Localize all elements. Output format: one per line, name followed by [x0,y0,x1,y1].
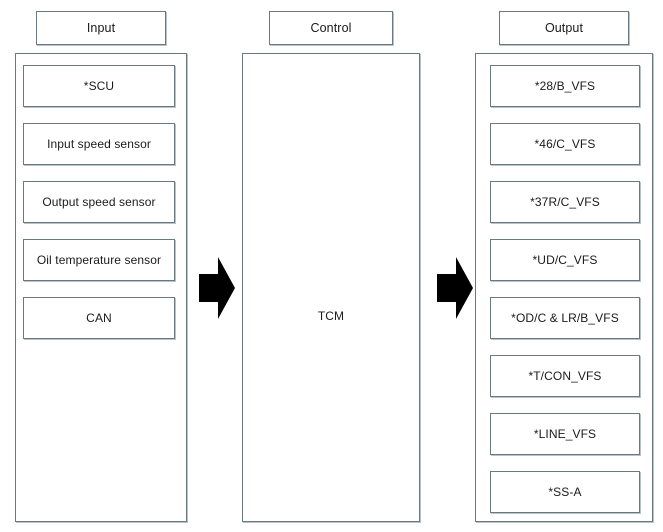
output-item-label: *LINE_VFS [533,427,597,441]
output-item-ud-c-vfs[interactable]: *UD/C_VFS [490,239,640,281]
input-item-output-speed-sensor[interactable]: Output speed sensor [23,181,175,223]
input-item-scu[interactable]: *SCU [23,65,175,107]
output-item-ss-a[interactable]: *SS-A [490,471,640,513]
input-item-input-speed-sensor[interactable]: Input speed sensor [23,123,175,165]
output-item-label: *46/C_VFS [534,137,596,151]
header-box-control: Control [269,11,393,45]
output-item-line-vfs[interactable]: *LINE_VFS [490,413,640,455]
header-label-control: Control [310,21,352,35]
output-item-37r-c-vfs[interactable]: *37R/C_VFS [490,181,640,223]
header-box-input: Input [36,11,166,45]
input-item-label: Output speed sensor [42,195,156,209]
control-item-tcm: TCM [317,308,345,323]
output-item-label: *UD/C_VFS [532,253,598,267]
column-container-control: TCM [242,53,420,522]
output-item-28-b-vfs[interactable]: *28/B_VFS [490,65,640,107]
output-item-label: *OD/C & LR/B_VFS [511,311,619,325]
header-label-input: Input [86,21,116,35]
arrow-control-to-output [437,257,473,319]
output-item-label: *SS-A [548,485,582,499]
output-item-t-con-vfs[interactable]: *T/CON_VFS [490,355,640,397]
header-box-output: Output [499,11,629,45]
output-item-label: *T/CON_VFS [528,369,602,383]
input-item-label: Input speed sensor [47,137,151,151]
input-item-label: *SCU [83,79,115,93]
input-item-can[interactable]: CAN [23,297,175,339]
output-item-label: *37R/C_VFS [530,195,600,209]
output-item-od-c-lr-b-vfs[interactable]: *OD/C & LR/B_VFS [490,297,640,339]
output-item-46-c-vfs[interactable]: *46/C_VFS [490,123,640,165]
output-item-label: *28/B_VFS [534,79,596,93]
input-item-oil-temperature-sensor[interactable]: Oil temperature sensor [23,239,175,281]
arrow-input-to-control [199,257,235,319]
input-item-label: CAN [86,311,112,325]
header-label-output: Output [544,21,584,35]
input-item-label: Oil temperature sensor [36,253,162,267]
